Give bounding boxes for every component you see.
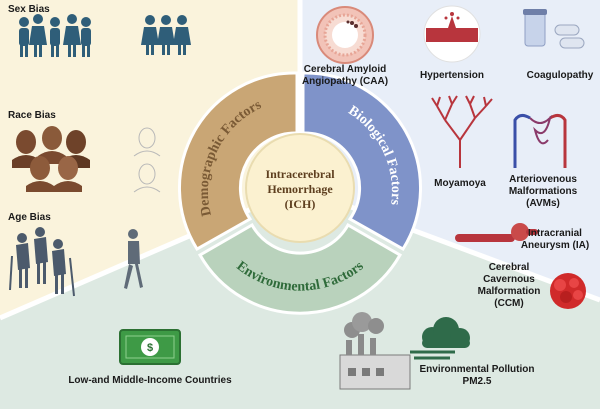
sex-bias-label: Sex Bias	[8, 4, 50, 15]
sex-bias-mixed-group-icon	[19, 14, 91, 57]
avm-label-line2: Malformations	[508, 186, 578, 197]
moyamoya-vessel-tree-icon	[431, 95, 493, 168]
pollution-label-line2: PM2.5	[462, 376, 492, 387]
age-bias-elderly-group-icon	[9, 227, 75, 297]
ccm-label-line2: Cavernous	[483, 274, 535, 285]
moyamoya-label: Moyamoya	[434, 178, 486, 189]
coagulopathy-label: Coagulopathy	[526, 70, 594, 81]
factory-pollution-icon	[339, 312, 411, 390]
age-bias-label: Age Bias	[8, 212, 51, 223]
ccm-label-line3: Malformation	[477, 286, 541, 297]
ia-label-line2: Aneurysm (IA)	[520, 240, 590, 251]
demographic-panel	[0, 0, 300, 318]
caa-vessel-icon	[316, 6, 374, 64]
center-title-line1: Intracerebral	[265, 167, 335, 181]
ccm-label-line4: (CCM)	[494, 298, 524, 309]
lmic-label: Low-and Middle-Income Countries	[68, 375, 232, 386]
hypertension-vessel-icon	[423, 5, 481, 63]
intracranial-aneurysm-icon	[455, 223, 538, 242]
wind-cloud-icon	[410, 317, 470, 360]
center-circle	[245, 133, 355, 243]
age-bias-young-person-icon	[124, 229, 143, 289]
hypertension-label: Hypertension	[420, 70, 484, 81]
caa-label-line2: Angiopathy (CAA)	[301, 76, 389, 87]
avm-label: Arteriovenous Malformations (AVMs)	[498, 174, 588, 210]
biological-ring-segment	[301, 71, 423, 252]
ccm-label-line1: Cerebral	[488, 262, 530, 273]
environmental-ring-segment	[197, 222, 403, 315]
demographic-ring-segment	[177, 71, 299, 252]
caa-label-line1: Cerebral Amyloid	[303, 64, 387, 75]
coagulopathy-pills-icon	[523, 9, 585, 49]
center-title-line2: Hemorrhage	[267, 182, 333, 196]
sex-bias-women-group-icon	[141, 15, 191, 55]
ccm-lesion-icon	[550, 273, 586, 309]
race-bias-dark-faces-icon	[12, 126, 90, 192]
ccm-label: Cerebral Cavernous Malformation (CCM)	[466, 262, 552, 310]
money-bill-icon: $	[119, 329, 181, 365]
pollution-label-line1: Environmental Pollution	[419, 364, 535, 375]
race-bias-light-faces-icon	[133, 127, 161, 193]
avm-vessel-icon	[513, 113, 567, 168]
center-title-line3: (ICH)	[285, 197, 316, 211]
avm-label-line3: (AVMs)	[526, 198, 560, 209]
pollution-label: Environmental Pollution PM2.5	[412, 364, 542, 388]
ia-label: Intracranial Aneurysm (IA)	[512, 228, 598, 252]
race-bias-label: Race Bias	[8, 110, 56, 121]
caa-label: Cerebral Amyloid Angiopathy (CAA)	[290, 64, 400, 88]
avm-label-line1: Arteriovenous	[509, 174, 577, 185]
svg-text:$: $	[147, 342, 153, 354]
ia-label-line1: Intracranial	[528, 228, 582, 239]
